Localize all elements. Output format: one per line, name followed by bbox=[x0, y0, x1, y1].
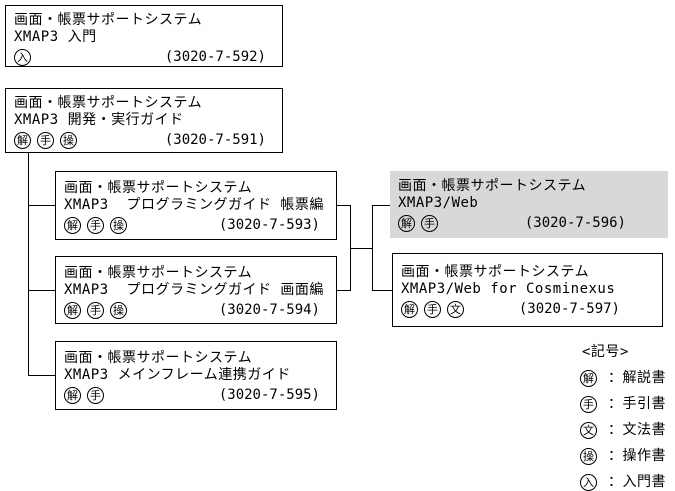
manual-series-title: 画面・帳票サポートシステム bbox=[64, 180, 253, 196]
document-number: (3020-7-596) bbox=[524, 214, 626, 231]
connector-line bbox=[337, 205, 350, 206]
legend: <記号> 解 ：解説書 手 ：手引書 文 ：文法書 操 ：操作書 入 ：入門書 bbox=[580, 344, 666, 491]
operation-icon: 操 bbox=[580, 448, 597, 465]
document-number: (3020-7-594) bbox=[218, 301, 320, 318]
guide-icon: 手 bbox=[421, 214, 438, 232]
explanation-icon: 解 bbox=[14, 131, 31, 149]
manual-series-title: 画面・帳票サポートシステム bbox=[14, 12, 203, 28]
manual-series-title: 画面・帳票サポートシステム bbox=[64, 350, 253, 366]
connector-line bbox=[372, 290, 392, 291]
legend-title: <記号> bbox=[582, 344, 629, 360]
explanation-icon: 解 bbox=[64, 216, 81, 234]
connector-line bbox=[28, 153, 29, 376]
legend-label: ：手引書 bbox=[608, 396, 666, 412]
introduction-icon: 入 bbox=[580, 474, 597, 491]
document-number: (3020-7-597) bbox=[518, 300, 620, 317]
grammar-icon: 文 bbox=[447, 300, 464, 318]
connector-line bbox=[337, 290, 350, 291]
legend-item-operation: 操 ：操作書 bbox=[580, 448, 666, 465]
manual-series-title: 画面・帳票サポートシステム bbox=[398, 178, 587, 194]
manual-box-xmap3-web-cosminexus: 画面・帳票サポートシステム XMAP3/Web for Cosminexus 解… bbox=[392, 253, 663, 327]
document-number: (3020-7-593) bbox=[218, 216, 320, 233]
legend-item-guide: 手 ：手引書 bbox=[580, 396, 666, 413]
guide-icon: 手 bbox=[580, 396, 597, 413]
connector-line bbox=[28, 205, 55, 206]
manual-box-xmap3-mainframe-guide: 画面・帳票サポートシステム XMAP3 メインフレーム連携ガイド 解 手 (30… bbox=[55, 341, 337, 410]
connector-line bbox=[28, 290, 55, 291]
legend-item-introduction: 入 ：入門書 bbox=[580, 474, 666, 491]
guide-icon: 手 bbox=[37, 131, 54, 149]
manual-box-xmap3-programming-guide-screen: 画面・帳票サポートシステム XMAP3 プログラミングガイド 画面編 解 手 操… bbox=[55, 256, 337, 324]
document-number: (3020-7-591) bbox=[164, 131, 266, 148]
manual-box-xmap3-intro: 画面・帳票サポートシステム XMAP3 入門 入 (3020-7-592) bbox=[5, 5, 283, 67]
guide-icon: 手 bbox=[87, 386, 104, 404]
introduction-icon: 入 bbox=[14, 48, 31, 66]
manual-title: XMAP3 メインフレーム連携ガイド bbox=[64, 367, 291, 383]
legend-label: ：解説書 bbox=[608, 370, 666, 386]
manual-title: XMAP3 プログラミングガイド 画面編 bbox=[64, 282, 324, 298]
connector-line bbox=[372, 205, 373, 291]
legend-item-grammar: 文 ：文法書 bbox=[580, 422, 666, 439]
guide-icon: 手 bbox=[87, 216, 104, 234]
manual-box-xmap3-programming-guide-report: 画面・帳票サポートシステム XMAP3 プログラミングガイド 帳票編 解 手 操… bbox=[55, 171, 337, 240]
connector-line bbox=[372, 205, 390, 206]
explanation-icon: 解 bbox=[64, 301, 81, 319]
explanation-icon: 解 bbox=[64, 386, 81, 404]
connector-line bbox=[350, 248, 372, 249]
document-number: (3020-7-595) bbox=[218, 386, 320, 403]
explanation-icon: 解 bbox=[580, 370, 597, 387]
operation-icon: 操 bbox=[110, 216, 127, 234]
guide-icon: 手 bbox=[87, 301, 104, 319]
legend-item-explanation: 解 ：解説書 bbox=[580, 370, 666, 387]
manual-title: XMAP3 開発・実行ガイド bbox=[14, 112, 184, 128]
manual-box-xmap3-web-highlighted: 画面・帳票サポートシステム XMAP3/Web 解 手 (3020-7-596) bbox=[390, 171, 668, 238]
legend-label: ：入門書 bbox=[608, 474, 666, 490]
manual-title: XMAP3 プログラミングガイド 帳票編 bbox=[64, 197, 324, 213]
manual-series-title: 画面・帳票サポートシステム bbox=[64, 265, 253, 281]
connector-line bbox=[28, 375, 55, 376]
guide-icon: 手 bbox=[424, 300, 441, 318]
legend-label: ：文法書 bbox=[608, 422, 666, 438]
manual-box-xmap3-dev-exec-guide: 画面・帳票サポートシステム XMAP3 開発・実行ガイド 解 手 操 (3020… bbox=[5, 88, 283, 153]
grammar-icon: 文 bbox=[580, 422, 597, 439]
manual-series-title: 画面・帳票サポートシステム bbox=[401, 264, 590, 280]
manual-title: XMAP3/Web for Cosminexus bbox=[401, 281, 616, 297]
explanation-icon: 解 bbox=[401, 300, 418, 318]
manual-title: XMAP3 入門 bbox=[14, 29, 97, 45]
legend-label: ：操作書 bbox=[608, 448, 666, 464]
manual-title: XMAP3/Web bbox=[398, 195, 479, 211]
operation-icon: 操 bbox=[60, 131, 77, 149]
operation-icon: 操 bbox=[110, 301, 127, 319]
manual-series-title: 画面・帳票サポートシステム bbox=[14, 95, 203, 111]
document-number: (3020-7-592) bbox=[164, 48, 266, 65]
explanation-icon: 解 bbox=[398, 214, 415, 232]
